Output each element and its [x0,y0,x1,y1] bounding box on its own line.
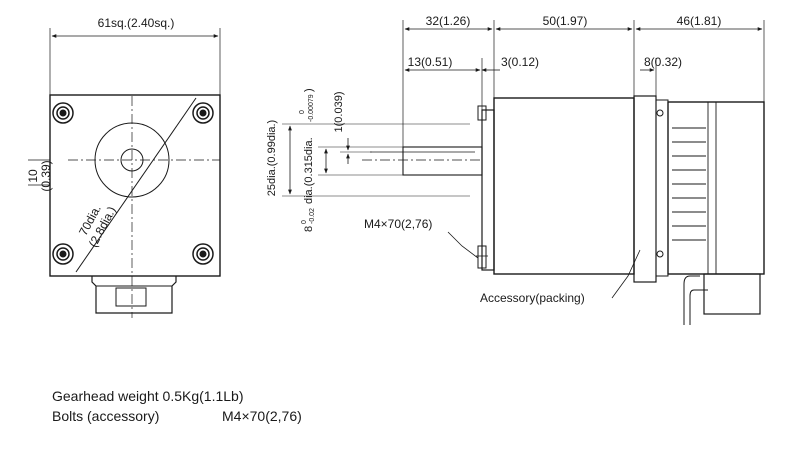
dim-8dia-prefix: 8 [303,226,315,232]
bolt-leader-line [447,231,479,259]
dim-8dia-tol: -0.02 [309,208,316,224]
corner-bolt-top-left [52,102,74,124]
corner-bolt-bottom-right [192,243,214,265]
front-bottom-bracket [91,276,177,314]
dim-8dia-tol2-top: 0 [299,110,306,114]
dim-3: 3(0.12) [501,55,539,69]
dim-8dia-mid: dia.(0.315dia. [303,137,315,204]
side-view [282,20,765,325]
bolts-label: Bolts (accessory) [52,408,160,424]
dim-46: 46(1.81) [677,14,722,28]
gearhead-case [493,97,635,275]
dim-8dia-tol-top: 0 [301,220,308,224]
corner-bolt-bottom-left [52,243,74,265]
motor-connector [703,273,761,315]
accessory-leader-line [611,249,641,299]
dim-8dia-end: ) [303,88,315,92]
bolts-value: M4×70(2,76) [222,408,302,424]
front-square-body [49,94,221,277]
front-width-dim: 61sq.(2.40sq.) [98,16,175,30]
dim-25dia: 25dia.(0.99dia.) [266,120,278,196]
bolts-note: Bolts (accessory) M4×70(2,76) [52,406,302,426]
bolt-callout: M4×70(2,76) [364,217,432,231]
dim-50: 50(1.97) [543,14,588,28]
accessory-label: Accessory(packing) [480,291,585,305]
front-diagonal-line [75,97,197,273]
motor-fins [672,127,706,241]
front-view [28,28,221,318]
dim-8dia-tol2: -0.00079 [308,94,315,122]
weight-note: Gearhead weight 0.5Kg(1.1Lb) [52,386,243,406]
output-shaft [402,146,483,176]
notes-block: Gearhead weight 0.5Kg(1.1Lb) Bolts (acce… [52,386,302,426]
motor-flange [633,95,657,283]
front-offset-dim-in: (0.39) [39,160,53,191]
weight-label: Gearhead weight [52,388,159,404]
dim-key: 1(0.039) [333,92,345,133]
corner-bolt-top-right [192,102,214,124]
weight-value: 0.5Kg(1.1Lb) [162,388,244,404]
dim-32: 32(1.26) [426,14,471,28]
front-offset-dim: 10 [26,169,40,183]
dim-13: 13(0.51) [408,55,453,69]
dim-8: 8(0.32) [644,55,682,69]
